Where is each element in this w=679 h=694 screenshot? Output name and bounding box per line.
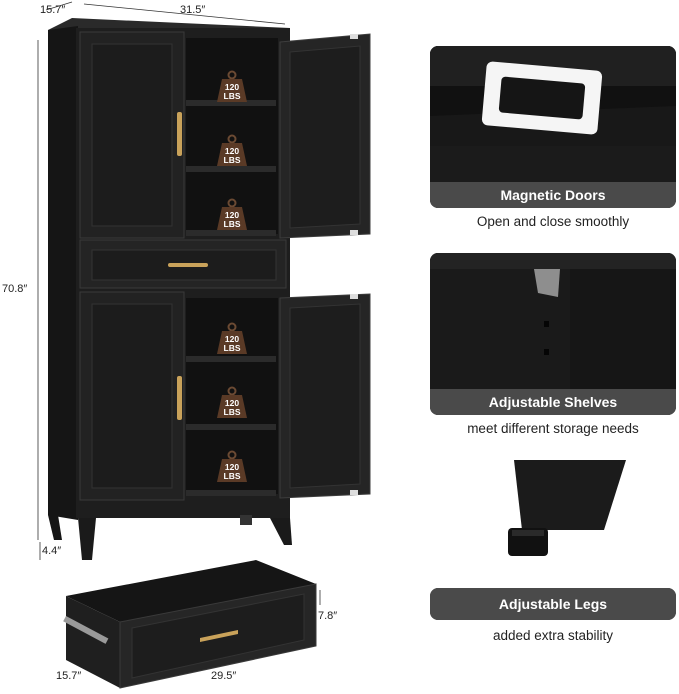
badge-value: 120 — [225, 398, 239, 408]
badge-value: 120 — [225, 82, 239, 92]
feature-description: meet different storage needs — [467, 421, 639, 436]
badge-unit: LBS — [224, 91, 241, 101]
feature-description: Open and close smoothly — [476, 214, 630, 229]
cabinet-illustration — [37, 1, 371, 689]
shelf-bracket-closeup-image — [430, 253, 676, 389]
feature-panel-adjustable-shelves: Adjustable Shelves — [430, 253, 676, 415]
drawer-height-label: 7.8″ — [318, 610, 338, 622]
badge-value: 120 — [225, 210, 239, 220]
feature-title: Magnetic Doors — [430, 182, 676, 208]
feature-description: added extra stability — [492, 628, 614, 643]
magnetic-door-closeup-image — [430, 46, 676, 182]
dimension-lines — [37, 1, 321, 605]
feature-title: Adjustable Legs — [430, 588, 676, 620]
badge-unit: LBS — [224, 155, 241, 165]
badge-value: 120 — [225, 462, 239, 472]
drawer-width-label: 29.5″ — [211, 670, 237, 682]
badge-unit: LBS — [224, 407, 241, 417]
depth-top-label: 15.7″ — [40, 4, 66, 16]
adjustable-leg-image — [508, 460, 626, 556]
leg-height-label: 4.4″ — [42, 545, 62, 557]
feature-title: Adjustable Shelves — [430, 389, 676, 415]
badge-value: 120 — [225, 334, 239, 344]
drawer-depth-label: 15.7″ — [56, 670, 82, 682]
badge-value: 120 — [225, 146, 239, 156]
width-top-label: 31.5″ — [180, 4, 206, 16]
feature-panel-magnetic-doors: Magnetic Doors — [430, 46, 676, 208]
feature-panel-adjustable-legs: Adjustable Legs — [430, 588, 676, 620]
badge-unit: LBS — [224, 343, 241, 353]
badge-unit: LBS — [224, 471, 241, 481]
height-label: 70.8″ — [2, 283, 28, 295]
badge-unit: LBS — [224, 219, 241, 229]
